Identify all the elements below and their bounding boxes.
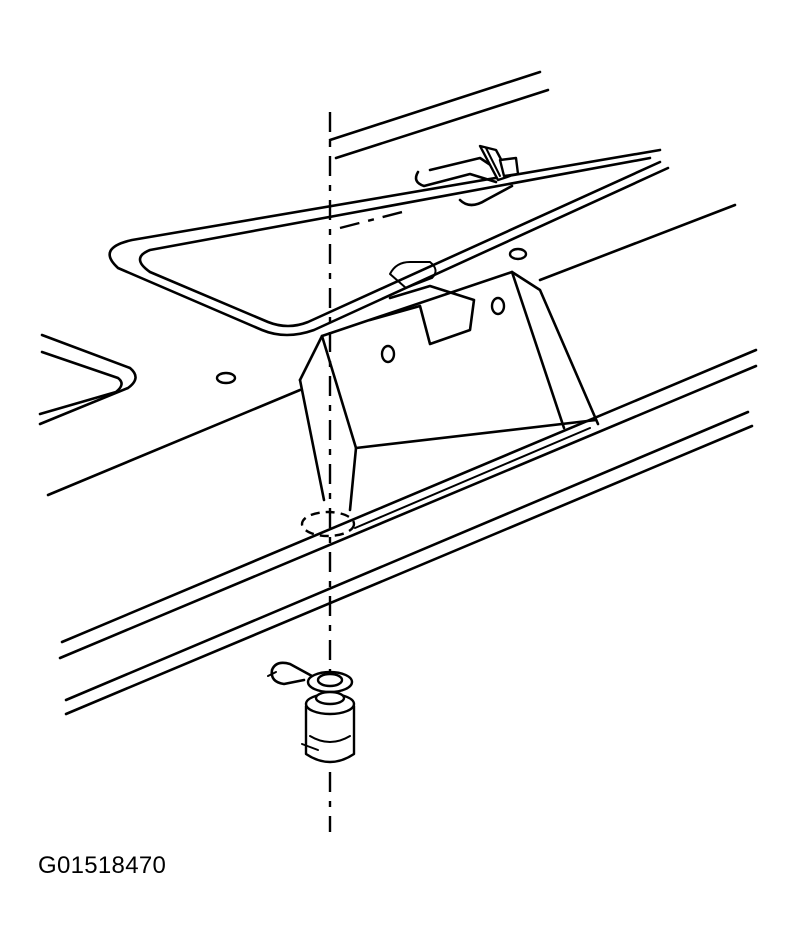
- lock-cylinder-icon: [267, 661, 356, 764]
- liftgate-panel-icon: [38, 70, 758, 716]
- retaining-clip-icon: [414, 144, 520, 207]
- figure-code-label: G01518470: [38, 852, 167, 879]
- mounting-hole-outline: [300, 510, 356, 538]
- handle-pocket-icon: [215, 247, 600, 512]
